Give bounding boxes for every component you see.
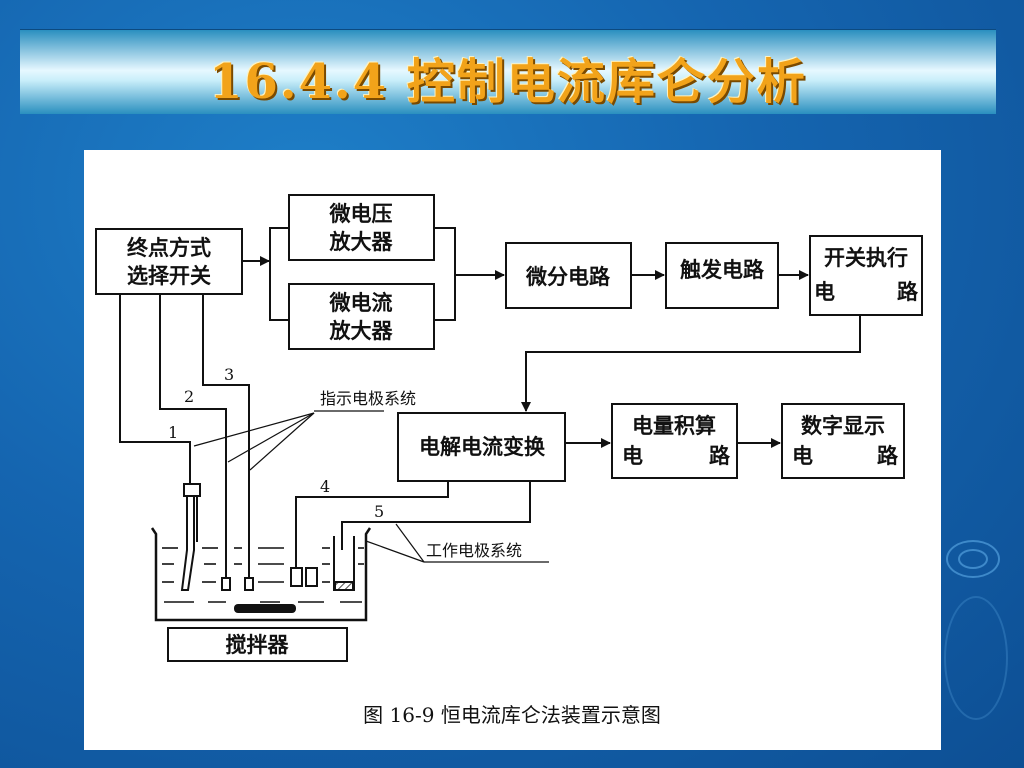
charge-integrator-line2b: 路 [709,444,731,468]
electrolysis-converter-box [397,412,566,482]
micro-current-amp-box [288,283,435,350]
switch-exec-line2a: 电 [814,280,835,304]
charge-integrator-line2a: 电 [622,444,643,468]
trigger-label: 触发电路 [680,258,765,282]
ripple-decoration [946,540,1000,578]
digital-display-box [781,403,905,479]
figure-caption: 图 16-9 恒电流库仑法装置示意图 [363,703,661,727]
micro-current-amp-line2: 放大器 [329,319,394,343]
electrolysis-converter-label: 电解电流变换 [419,435,546,459]
slide-title: 16.4.4 控制电流库仑分析 [209,54,807,110]
wire-number-2: 2 [184,387,194,406]
indicator-electrode-3 [244,577,254,591]
title-bar: 16.4.4 控制电流库仑分析 [20,29,996,114]
endpoint-switch-line2: 选择开关 [127,264,211,288]
digital-display-line2a: 电 [792,444,813,468]
indicator-electrode-1 [180,483,201,591]
differentiator-label: 微分电路 [525,265,611,289]
ripple-decoration [944,596,1008,720]
switch-exec-line2b: 路 [897,280,919,304]
indicator-electrode-label: 指示电极系统 [320,389,416,408]
coulometry-diagram: 终点方式 选择开关 微电压 放大器 微电流 放大器 微分电路 触发电路 开关执行… [95,194,923,727]
diagram-figure: 终点方式 选择开关 微电压 放大器 微电流 放大器 微分电路 触发电路 开关执行… [84,150,941,750]
digital-display-line2b: 路 [877,444,899,468]
endpoint-switch-line1: 终点方式 [127,236,211,260]
wire-number-5: 5 [374,502,384,521]
wire-number-1: 1 [168,423,178,442]
charge-integrator-box [611,403,738,479]
working-electrode-4 [290,567,318,587]
ripple-decoration [958,549,988,569]
digital-display-line1: 数字显示 [801,414,885,438]
switch-exec-line1: 开关执行 [824,246,908,270]
micro-voltage-amp-line1: 微电压 [329,202,393,226]
micro-voltage-amp-line2: 放大器 [329,230,394,254]
stir-bar [234,604,296,613]
stirrer-box [167,627,348,662]
charge-integrator-line1: 电量积算 [632,414,716,438]
micro-current-amp-line1: 微电流 [329,291,393,315]
switch-exec-box [809,235,923,316]
stirrer-label: 搅拌器 [226,633,290,657]
working-electrode-5 [333,536,355,591]
working-electrode-label: 工作电极系统 [426,541,522,560]
indicator-electrode-2 [221,577,231,591]
solution-level [162,547,364,603]
wire-number-3: 3 [224,365,234,384]
wire-number-4: 4 [320,477,330,496]
